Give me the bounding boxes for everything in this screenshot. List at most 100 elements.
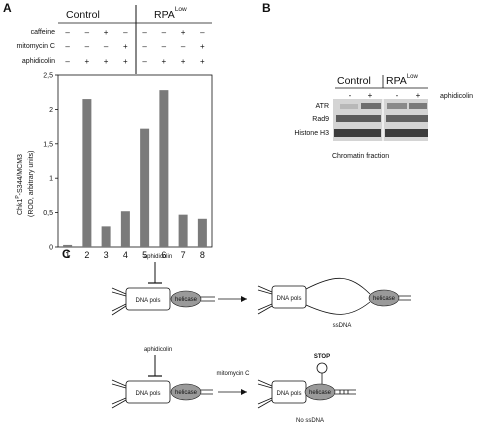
band-atr-1: [340, 104, 358, 109]
condition-label-mitomycin: mitomycin C: [16, 43, 55, 50]
sign-2-3: –: [104, 42, 109, 51]
bottom-helicase: [170, 383, 202, 401]
panel-a-group-rpa: RPALow: [154, 6, 187, 21]
y-tick-label-4: 2: [49, 107, 53, 114]
top-helicase-label: helicase: [175, 297, 198, 303]
sign-1-5: –: [142, 28, 147, 37]
x-label-6: 6: [161, 250, 166, 260]
x-label-2: 2: [84, 250, 89, 260]
y-tick-label-2: 1: [49, 176, 53, 183]
band-rad9-rpa: [386, 115, 428, 122]
blot-image: [333, 99, 428, 141]
bottom-fork-strands: [111, 379, 127, 409]
schematic-top: aphidicolin DNA pols helicase DNA pols h…: [111, 254, 411, 329]
panel-a-letter: A: [3, 1, 12, 15]
panel-b-sign-4: +: [416, 91, 421, 100]
top-right-helicase-label: helicase: [373, 296, 396, 302]
blot-label-rad9: Rad9: [312, 116, 329, 123]
top-pol-label: DNA pols: [135, 298, 160, 304]
bar-5: [140, 128, 150, 247]
y-tick-label-1: 0,5: [43, 210, 53, 217]
band-atr-3: [387, 103, 407, 109]
sign-2-6: –: [162, 42, 167, 51]
sign-2-2: –: [85, 42, 90, 51]
blot-label-histone: Histone H3: [294, 130, 329, 137]
condition-label-aphidicolin: aphidicolin: [22, 58, 55, 65]
panel-a-sign-grid: ––+–––+––––+–––+–+++–+++: [65, 28, 205, 66]
panel-b-group-rpa: RPALow: [386, 74, 418, 87]
panel-c-letter: C: [62, 247, 71, 261]
sign-2-4: +: [123, 42, 128, 51]
bar-1: [63, 244, 73, 247]
condition-label-caffeine: caffeine: [31, 29, 55, 36]
y-tick-label-0: 0: [49, 245, 53, 252]
top-right-pol-label: DNA pols: [276, 296, 301, 302]
sign-3-2: +: [85, 57, 90, 66]
panel-b-letter: B: [262, 1, 271, 15]
top-right-helicase: [368, 289, 400, 307]
x-label-4: 4: [123, 250, 128, 260]
panel-a-group-control: Control: [66, 9, 100, 21]
band-histone-rpa: [385, 129, 428, 137]
x-label-1: 1: [65, 250, 70, 260]
sign-1-6: –: [162, 28, 167, 37]
top-duplex: [201, 296, 215, 302]
y-axis-ticks: 00,511,522,5: [43, 73, 58, 252]
bar-6: [159, 90, 169, 247]
stop-label: STOP: [314, 354, 330, 360]
top-ssdna-bubble: [305, 277, 371, 315]
sign-2-7: –: [181, 42, 186, 51]
y-tick-label-5: 2,5: [43, 73, 53, 80]
sign-2-5: –: [142, 42, 147, 51]
sign-1-3: +: [104, 28, 109, 37]
sign-2-8: +: [200, 42, 205, 51]
top-right-duplex: [399, 295, 411, 301]
bottom-right-fork: [257, 379, 273, 409]
band-histone-control: [334, 129, 381, 137]
blot-label-atr: ATR: [316, 103, 329, 110]
sign-2-1: –: [65, 42, 70, 51]
panel-b-group-control: Control: [337, 75, 371, 87]
band-rad9-control: [336, 115, 381, 122]
panel-b-sign-2: +: [368, 91, 373, 100]
sign-1-2: –: [85, 28, 90, 37]
bar-2: [82, 99, 92, 247]
sign-3-4: +: [123, 57, 128, 66]
sign-3-1: –: [65, 57, 70, 66]
bottom-agent-label: mitomycin C: [216, 371, 250, 377]
y-axis-label-units: (ROD, arbitrary units): [28, 150, 35, 217]
sign-1-8: –: [200, 28, 205, 37]
sign-3-8: +: [200, 57, 205, 66]
bar-7: [178, 214, 188, 247]
top-fork-strands: [111, 287, 127, 316]
bottom-right-helicase: [304, 383, 336, 401]
top-arrow-head: [241, 296, 247, 302]
bottom-duplex: [201, 389, 213, 395]
bottom-pol-label: DNA pols: [135, 391, 160, 397]
bottom-helicase-label: helicase: [175, 390, 198, 396]
bottom-arrow-head: [241, 389, 247, 395]
sign-1-4: –: [123, 28, 128, 37]
schematic-bottom: aphidicolin DNA pols helicase mitomycin …: [111, 347, 356, 424]
sign-3-3: +: [104, 57, 109, 66]
bottom-right-helicase-label: helicase: [309, 390, 332, 396]
sign-3-7: +: [181, 57, 186, 66]
band-atr-2: [361, 103, 381, 109]
bottom-right-pol-label: DNA pols: [276, 391, 301, 397]
band-atr-4: [409, 103, 427, 109]
x-label-5: 5: [142, 250, 147, 260]
bottom-inhibitor-label: aphidicolin: [144, 347, 172, 353]
stop-sign-icon: [316, 362, 328, 374]
top-right-fork: [257, 285, 273, 315]
bottom-pol-box: [125, 380, 171, 404]
x-label-3: 3: [104, 250, 109, 260]
bottom-crosslink-duplex: [335, 389, 356, 395]
sign-3-5: –: [142, 57, 147, 66]
chart-frame: [57, 74, 213, 248]
top-result-label: ssDNA: [333, 323, 352, 329]
top-inhibitor-label: aphidicolin: [144, 254, 172, 260]
sign-1-7: +: [181, 28, 186, 37]
